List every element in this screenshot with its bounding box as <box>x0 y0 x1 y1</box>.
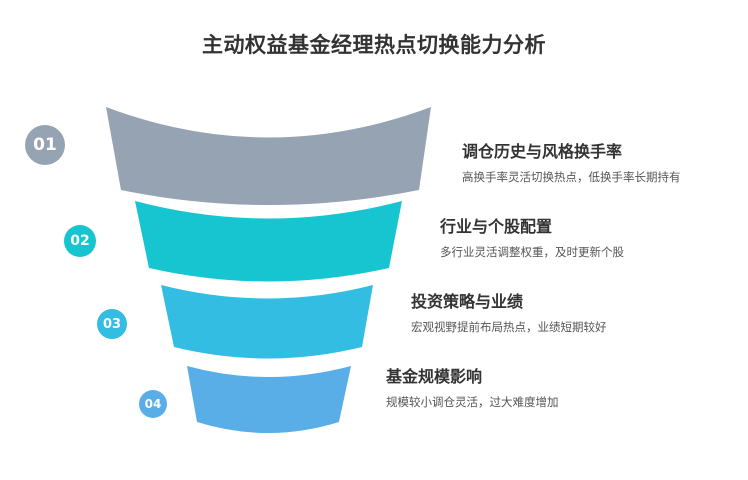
stage-description: 高换手率灵活切换热点，低换手率长期持有 <box>462 170 681 184</box>
stage-heading: 基金规模影响 <box>386 367 483 386</box>
stage-number: 02 <box>70 233 90 249</box>
funnel-segment-4 <box>187 366 351 433</box>
stage-heading: 调仓历史与风格换手率 <box>462 142 623 161</box>
stage-label-2: 行业与个股配置 多行业灵活调整权重，及时更新个股 <box>440 217 624 260</box>
stage-heading: 行业与个股配置 <box>440 217 553 236</box>
stage-label-3: 投资策略与业绩 宏观视野提前布局热点，业绩短期较好 <box>411 292 607 335</box>
stage-number: 04 <box>144 397 162 411</box>
stage-description: 规模较小调仓灵活，过大难度增加 <box>386 395 559 409</box>
stage-heading: 投资策略与业绩 <box>411 292 524 311</box>
stage-description: 宏观视野提前布局热点，业绩短期较好 <box>411 320 607 334</box>
stage-badge-3: 03 <box>97 309 127 339</box>
stage-description: 多行业灵活调整权重，及时更新个股 <box>440 245 624 259</box>
stage-label-1: 调仓历史与风格换手率 高换手率灵活切换热点，低换手率长期持有 <box>462 142 681 185</box>
diagram-title: 主动权益基金经理热点切换能力分析 <box>202 33 546 57</box>
stage-number: 01 <box>33 135 57 155</box>
stage-label-4: 基金规模影响 规模较小调仓灵活，过大难度增加 <box>386 367 559 410</box>
funnel-segment-1 <box>106 107 431 205</box>
stage-badge-2: 02 <box>64 225 96 257</box>
stage-badge-4: 04 <box>139 390 167 418</box>
funnel-segment-2 <box>135 201 402 282</box>
funnel-segment-3 <box>161 285 373 359</box>
stage-badge-1: 01 <box>25 125 65 165</box>
stage-number: 03 <box>102 316 122 332</box>
